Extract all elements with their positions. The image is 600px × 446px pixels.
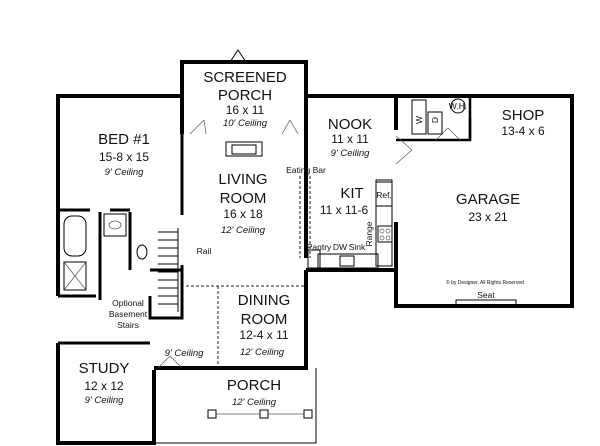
annotations: Eating Bar Ref. Range Pantry DW Sink Rai… xyxy=(109,101,524,359)
label-stairs: Stairs xyxy=(117,320,139,330)
kitchen-counter xyxy=(375,179,393,267)
label-hall-ceiling: 9' Ceiling xyxy=(165,348,204,359)
room-shop: SHOP 13-4 x 6 xyxy=(501,107,545,138)
room-ceiling: 12' Ceiling xyxy=(240,347,285,358)
copyright-note: © by Designer, All Rights Reserved xyxy=(446,279,524,286)
room-size: 16 x 11 xyxy=(226,103,265,117)
room-size: 11 x 11 xyxy=(331,132,369,146)
room-name: SCREENED xyxy=(203,69,287,86)
room-bed1: BED #1 15-8 x 15 9' Ceiling xyxy=(98,131,150,178)
room-name: BED #1 xyxy=(98,131,150,148)
room-study: STUDY 12 x 12 9' Ceiling xyxy=(79,360,130,406)
refrigerator xyxy=(375,181,393,207)
room-size: 13-4 x 6 xyxy=(501,124,545,138)
room-ceiling: 9' Ceiling xyxy=(85,395,124,406)
plan-details xyxy=(63,49,520,419)
garage-seat-bench xyxy=(455,299,517,307)
room-ceiling: 9' Ceiling xyxy=(105,167,144,178)
label-pantry: Pantry xyxy=(307,242,332,252)
room-name: SHOP xyxy=(502,107,545,124)
pantry-closet xyxy=(307,249,321,269)
toilet xyxy=(136,244,148,260)
room-name: ROOM xyxy=(241,311,288,328)
label-dw: DW xyxy=(333,242,347,252)
water-heater xyxy=(450,98,466,114)
sink xyxy=(339,255,355,267)
room-dining: DINING ROOM 12-4 x 11 12' Ceiling xyxy=(238,292,291,358)
room-living: LIVING ROOM 16 x 18 12' Ceiling xyxy=(218,171,267,236)
exterior-walls xyxy=(56,60,574,445)
room-ceiling: 10' Ceiling xyxy=(223,118,268,129)
label-range: Range xyxy=(364,221,374,246)
room-name: LIVING xyxy=(218,171,267,188)
room-name: PORCH xyxy=(227,377,281,394)
label-rail: Rail xyxy=(197,246,212,256)
room-size: 12 x 12 xyxy=(84,379,124,393)
label-stairs: Optional xyxy=(112,298,144,308)
vanity xyxy=(103,213,127,237)
room-size: 11 x 11-6 xyxy=(320,203,369,217)
room-name: ROOM xyxy=(220,190,267,207)
label-sink: Sink xyxy=(349,242,366,252)
range xyxy=(377,225,393,243)
room-size: 15-8 x 15 xyxy=(99,150,149,164)
label-ref: Ref. xyxy=(376,190,392,200)
shower xyxy=(63,261,87,291)
room-ceiling: 12' Ceiling xyxy=(232,397,277,408)
room-kitchen: KIT 11 x 11-6 xyxy=(320,185,369,217)
label-water-heater: W.H. xyxy=(449,101,467,111)
room-ceiling: 12' Ceiling xyxy=(221,225,266,236)
bathtub xyxy=(63,215,87,257)
label-stairs: Basement xyxy=(109,309,148,319)
room-name: PORCH xyxy=(218,87,272,104)
room-name: KIT xyxy=(340,185,363,202)
room-garage: GARAGE 23 x 21 xyxy=(456,191,520,224)
room-name: GARAGE xyxy=(456,191,520,208)
interior-walls xyxy=(58,96,472,345)
room-screened-porch: SCREENED PORCH 16 x 11 10' Ceiling xyxy=(203,69,287,129)
label-eating-bar: Eating Bar xyxy=(286,165,326,175)
room-name: STUDY xyxy=(79,360,130,377)
room-size: 12-4 x 11 xyxy=(239,328,288,342)
room-size: 23 x 21 xyxy=(468,210,508,224)
room-ceiling: 9' Ceiling xyxy=(331,148,370,159)
room-porch: PORCH 12' Ceiling xyxy=(227,377,281,408)
kitchen-counter-lower xyxy=(317,253,379,269)
room-name: DINING xyxy=(238,292,291,309)
room-size: 16 x 18 xyxy=(223,207,263,221)
fireplace xyxy=(225,141,263,157)
room-nook: NOOK 11 x 11 9' Ceiling xyxy=(328,116,372,159)
room-name: NOOK xyxy=(328,116,372,133)
label-washer: W xyxy=(414,116,424,124)
label-seat: Seat xyxy=(477,290,495,300)
label-dryer: D xyxy=(430,117,440,123)
stairs xyxy=(158,228,179,312)
